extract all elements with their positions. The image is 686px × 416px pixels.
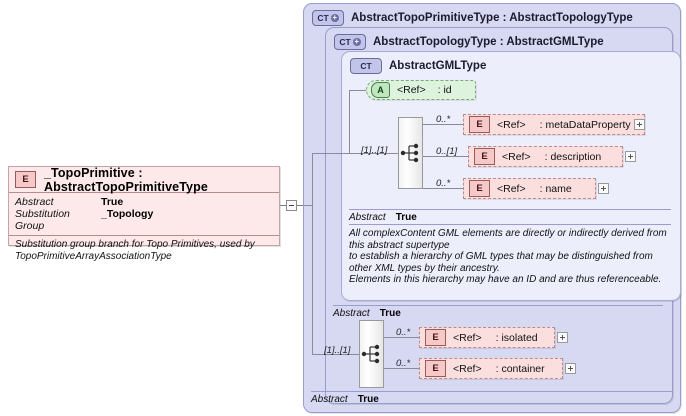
ct-badge-label: CT [317, 13, 329, 23]
abstract-key: Abstract [333, 308, 370, 319]
cardinality-label: 0..* [436, 114, 451, 125]
sequence-compositor-icon [361, 344, 380, 364]
expand-icon[interactable] [557, 332, 568, 343]
property-key: Substitution Group [15, 208, 70, 232]
cardinality-label: 0..[1] [436, 146, 458, 157]
expand-icon[interactable] [598, 183, 609, 194]
connector-line [423, 124, 463, 125]
abstract-value: True [395, 212, 417, 223]
connector-line [304, 205, 312, 206]
element-ref-isolated[interactable]: E <Ref> : isolated [419, 327, 555, 348]
connector-line [384, 368, 419, 369]
element-ref-label: <Ref> [497, 182, 526, 195]
abstract-row-topoprimitivetype: Abstract True [311, 391, 673, 405]
element-badge-icon: E [469, 116, 490, 133]
element-ref-metadataproperty[interactable]: E <Ref> : metaDataProperty [463, 114, 645, 135]
property-value: _Topology [101, 208, 154, 220]
ct-badge-label: CT [339, 37, 351, 47]
element-documentation: Substitution group branch for Topo Primi… [15, 239, 255, 262]
plus-icon: + [352, 37, 361, 46]
abstract-value: True [379, 308, 401, 319]
complextype-title: AbstractGMLType [389, 60, 487, 72]
attribute-id-box[interactable]: A <Ref> : id [366, 80, 476, 100]
attribute-name-label: : id [437, 84, 452, 96]
expand-icon[interactable] [565, 363, 576, 374]
element-badge-icon: E [15, 171, 36, 188]
cardinality-label: [1]..[1] [361, 145, 388, 156]
element-properties: Abstract True Substitution Group _Topolo… [9, 193, 279, 236]
element-badge-icon: E [469, 180, 490, 197]
collapse-toggle-button[interactable] [286, 200, 297, 211]
complextype-header: CT + AbstractTopoPrimitiveType : Abstrac… [304, 4, 680, 28]
connector-line [384, 337, 419, 338]
element-title: _TopoPrimitive : AbstractTopoPrimitiveTy… [44, 165, 208, 194]
attribute-badge-icon: A [371, 82, 390, 98]
complextype-header: CT AbstractGMLType [342, 52, 680, 76]
property-key: Abstract [15, 196, 54, 208]
attribute-ref-label: <Ref> [397, 84, 426, 96]
connector-line [312, 153, 349, 154]
connector-line [423, 188, 463, 189]
element-name-label: : isolated [495, 331, 538, 344]
plus-icon: + [330, 13, 339, 22]
complextype-title: AbstractTopoPrimitiveType : AbstractTopo… [351, 12, 633, 24]
connector-line [349, 153, 398, 154]
abstract-value: True [357, 394, 379, 405]
connector-line [312, 354, 359, 355]
complextype-badge-icon[interactable]: CT [350, 58, 382, 74]
connector-line [423, 156, 468, 157]
expand-icon[interactable] [634, 119, 645, 130]
element-name-label: : metaDataProperty [539, 118, 631, 131]
element-ref-label: <Ref> [502, 150, 531, 163]
cardinality-label: 0..* [396, 358, 411, 369]
abstract-key: Abstract [349, 212, 386, 223]
complextype-expandable-badge-icon[interactable]: CT + [334, 34, 366, 50]
abstract-key: Abstract [311, 394, 348, 405]
complextype-header: CT + AbstractTopologyType : AbstractGMLT… [326, 28, 672, 52]
abstract-row-topologytype: Abstract True [333, 305, 663, 319]
cardinality-label: 0..* [396, 327, 411, 338]
property-value: True [101, 196, 124, 208]
property-row: Abstract True [15, 196, 273, 208]
element-ref-label: <Ref> [453, 331, 482, 344]
sequence-compositor-icon [400, 143, 419, 163]
complextype-title: AbstractTopologyType : AbstractGMLType [373, 36, 604, 48]
element-name-label: : description [544, 150, 602, 163]
property-row: Substitution Group _Topology [15, 208, 273, 232]
element-ref-container[interactable]: E <Ref> : container [419, 358, 563, 379]
element-ref-description[interactable]: E <Ref> : description [468, 146, 623, 167]
element-badge-icon: E [474, 148, 495, 165]
element-ref-label: <Ref> [497, 118, 526, 131]
connector-line [349, 90, 350, 153]
cardinality-label: [1]..[1] [324, 345, 351, 356]
connector-trunk-line [312, 153, 313, 354]
element-header: E _TopoPrimitive : AbstractTopoPrimitive… [9, 165, 279, 194]
ct-badge-label: CT [360, 61, 372, 71]
abstract-row-gmltype: Abstract True [349, 209, 671, 223]
element-ref-label: <Ref> [453, 362, 482, 375]
element-topoprimitive-box[interactable]: E _TopoPrimitive : AbstractTopoPrimitive… [8, 165, 280, 262]
complextype-expandable-badge-icon[interactable]: CT + [312, 10, 344, 26]
element-name-label: : name [539, 182, 572, 195]
complextype-documentation: All complexContent GML elements are dire… [349, 224, 671, 286]
expand-icon[interactable] [625, 151, 636, 162]
cardinality-label: 0..* [436, 178, 451, 189]
element-badge-icon: E [425, 329, 446, 346]
connector-line [349, 90, 366, 91]
element-badge-icon: E [425, 360, 446, 377]
element-ref-name[interactable]: E <Ref> : name [463, 178, 596, 199]
element-name-label: : container [495, 362, 545, 375]
